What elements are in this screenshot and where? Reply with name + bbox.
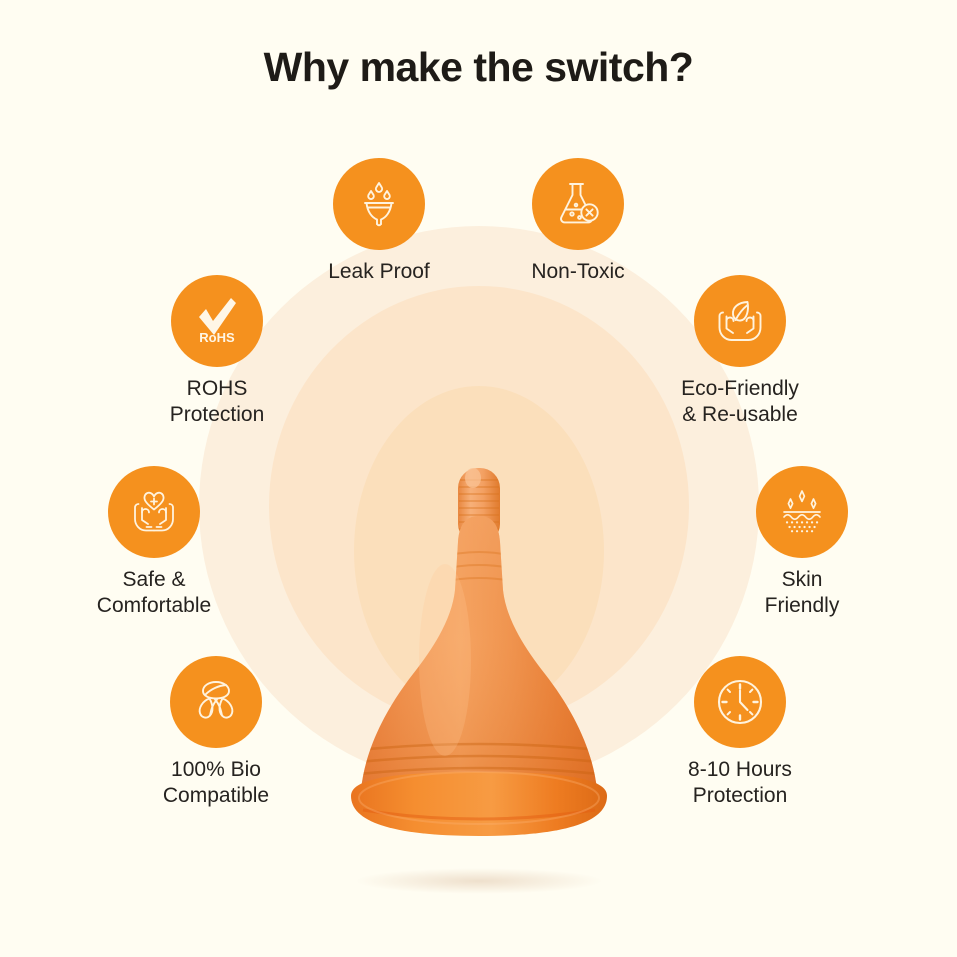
cup-with-droplets-icon (364, 182, 394, 227)
feature-eco-friendly[interactable]: Eco-Friendly & Re-usable (640, 275, 840, 429)
page-title: Why make the switch? (263, 44, 694, 90)
feature-badge: RoHS (171, 275, 263, 367)
feature-badge (532, 158, 624, 250)
feature-label: Leak Proof (328, 260, 430, 283)
rohs-icon-text: RoHS (199, 330, 235, 345)
feature-label: 8-10 Hours Protection (688, 758, 792, 808)
feature-leak-proof[interactable]: Leak Proof (279, 158, 479, 285)
feature-badge (694, 656, 786, 748)
feature-badge (756, 466, 848, 558)
feature-bio-compatible[interactable]: 100% Bio Compatible (116, 656, 316, 810)
feature-hours-protection[interactable]: 8-10 Hours Protection (640, 656, 840, 810)
cup-illustration (350, 468, 607, 836)
three-leaves-bio-icon (198, 681, 234, 719)
feature-rohs-protection[interactable]: RoHS ROHS Protection (117, 275, 317, 429)
cup-rim-base (350, 771, 607, 836)
feature-label: Non-Toxic (531, 260, 625, 283)
feature-label: Eco-Friendly & Re-usable (681, 377, 799, 427)
feature-label: ROHS Protection (169, 377, 265, 427)
feature-label: 100% Bio Compatible (162, 758, 270, 808)
flask-no-toxin-icon (560, 183, 599, 224)
feature-non-toxic[interactable]: Non-Toxic (478, 158, 678, 285)
hands-holding-leaf-icon (718, 301, 762, 341)
cup-body (360, 516, 597, 790)
feature-badge (694, 275, 786, 367)
feature-label: Safe & Comfortable (96, 568, 212, 618)
product-image-menstrual-cup (319, 450, 639, 900)
feature-safe-comfortable[interactable]: Safe & Comfortable (54, 466, 254, 620)
feature-badge (333, 158, 425, 250)
hands-holding-heart-icon (134, 491, 174, 532)
product-shadow (353, 868, 604, 894)
skin-sparkle-icon (783, 490, 821, 533)
feature-skin-friendly[interactable]: Skin Friendly (702, 466, 902, 620)
clock-icon (717, 679, 763, 725)
feature-badge (170, 656, 262, 748)
feature-badge (108, 466, 200, 558)
feature-label: Skin Friendly (764, 568, 840, 618)
rohs-checkmark-icon: RoHS (199, 298, 236, 345)
